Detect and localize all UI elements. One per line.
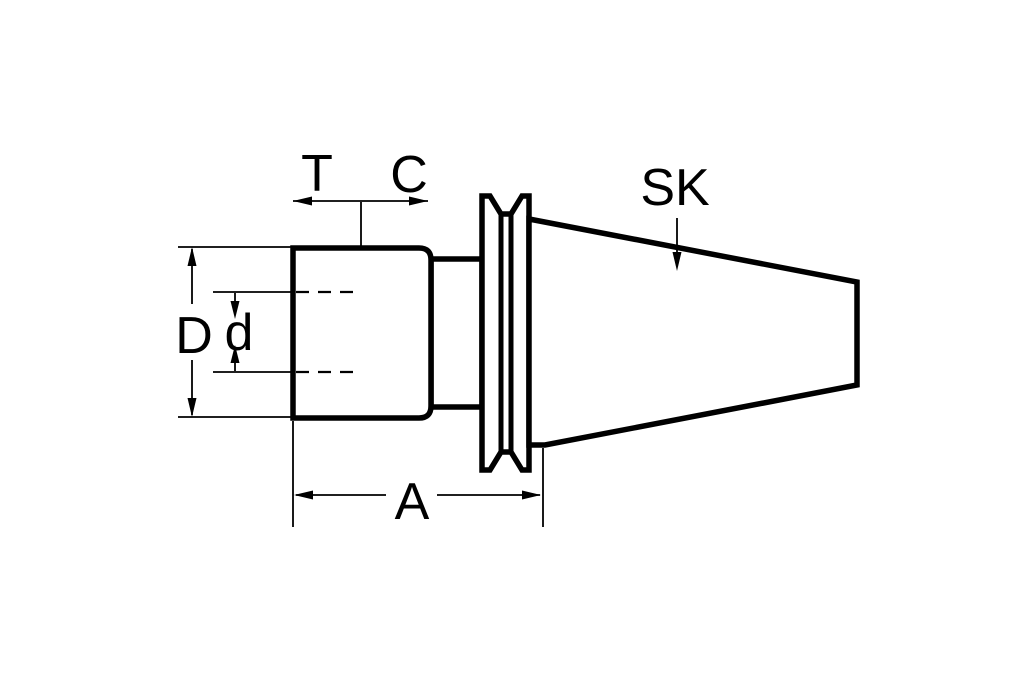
label-d-major: D bbox=[175, 307, 213, 365]
label-a: A bbox=[395, 473, 430, 531]
arrowhead-d-up bbox=[187, 247, 197, 266]
dimension-a: A bbox=[292, 421, 544, 531]
label-sk: SK bbox=[640, 159, 710, 217]
arrowhead-t-left bbox=[293, 196, 312, 206]
hidden-bore-lines bbox=[296, 290, 354, 374]
arrowhead-dminor-down bbox=[230, 301, 240, 319]
arrowhead-d-down bbox=[187, 398, 197, 417]
flange-outline bbox=[479, 193, 532, 473]
neck-outline bbox=[428, 256, 485, 410]
arrowhead-a-left bbox=[294, 490, 313, 500]
label-t: T bbox=[301, 145, 333, 203]
label-c: C bbox=[390, 146, 428, 204]
taper-shank-outline bbox=[526, 215, 860, 448]
dimension-tc: T C bbox=[293, 145, 428, 246]
arrowhead-dminor-up bbox=[230, 345, 240, 363]
body-outline bbox=[290, 245, 434, 421]
arrowhead-c-right bbox=[409, 196, 428, 206]
callout-sk: SK bbox=[640, 159, 710, 271]
dimension-d-minor: d bbox=[213, 291, 291, 373]
sk-arrowhead-down bbox=[672, 252, 682, 271]
dimension-d-major: D bbox=[175, 246, 291, 418]
tool-holder-outline bbox=[290, 193, 860, 473]
label-d-minor: d bbox=[225, 304, 254, 362]
arrowhead-a-right bbox=[522, 490, 541, 500]
